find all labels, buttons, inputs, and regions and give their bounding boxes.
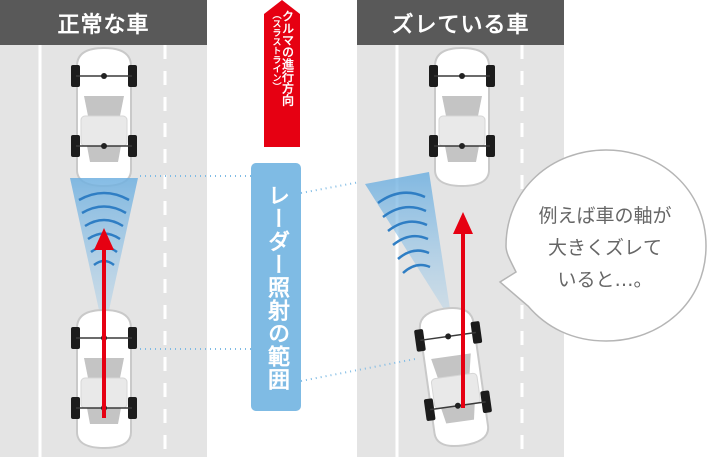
- radar-beam: [365, 172, 452, 322]
- direction-arrow: [264, 0, 300, 147]
- radar-waves: [377, 191, 431, 274]
- normal-car-front: [70, 47, 138, 187]
- speech-bubble: [498, 149, 707, 342]
- direction-label-main: クルマの進行方向: [280, 10, 295, 106]
- thrust-arrow-head: [94, 228, 114, 250]
- misaligned-car-front: [428, 47, 496, 187]
- speech-line: 例えば車の軸が: [538, 205, 672, 227]
- speech-line: いると…。: [557, 269, 653, 291]
- radar-connector: [300, 181, 361, 194]
- radar-range-text: レーダー照射の範囲: [264, 183, 289, 391]
- thrust-arrow-head: [453, 212, 473, 234]
- normal-car-title: 正常な車: [0, 0, 207, 45]
- direction-label-sub: （スラストライン）: [270, 10, 281, 91]
- speech-line: 大きくズレて: [547, 237, 662, 259]
- misaligned-car-rear: [410, 303, 498, 451]
- misaligned-car-title: ズレている車: [357, 0, 564, 45]
- direction-label: クルマの進行方向 （スラストライン）: [262, 10, 302, 142]
- speech-bubble-text: 例えば車の軸が 大きくズレて いると…。: [510, 200, 700, 296]
- radar-range-label: レーダー照射の範囲: [251, 163, 301, 411]
